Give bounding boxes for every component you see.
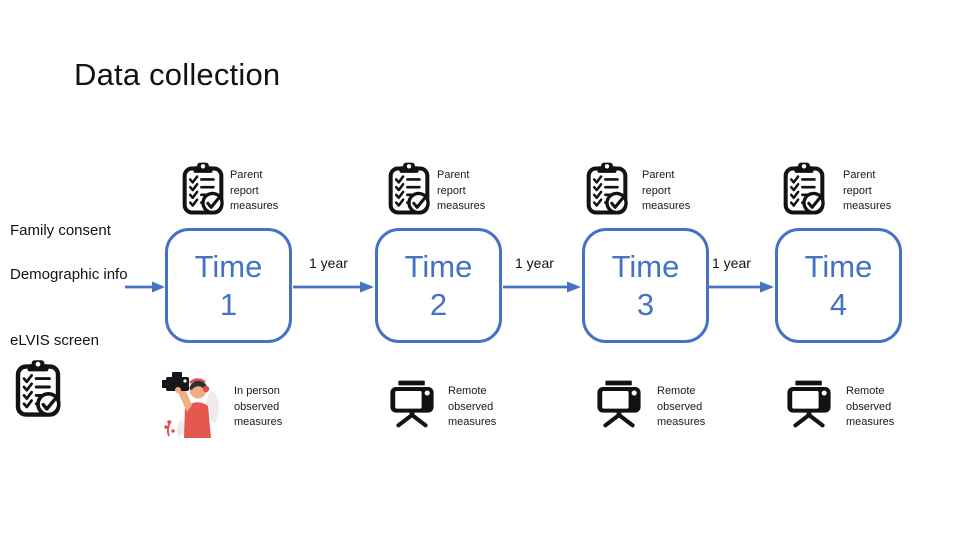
caption-line: measures [234, 416, 283, 428]
parent-report-caption: Parent report measures [437, 168, 485, 215]
time-box-number: 3 [636, 286, 655, 322]
time-box-word: Time [804, 248, 873, 284]
caption-line: Parent [642, 169, 675, 181]
caption-line: measures [437, 200, 486, 212]
clipboard-checklist-icon [387, 157, 431, 221]
caption-line: Parent [230, 169, 263, 181]
clipboard-checklist-icon [585, 157, 629, 221]
caption-line: observed [657, 400, 703, 413]
caption-line: measures [230, 200, 279, 212]
parent-report-caption: Parent report measures [230, 168, 278, 215]
time-box-number: 4 [829, 286, 848, 322]
caption-line: Remote [448, 385, 487, 397]
connector-label-1: 1 year [309, 255, 348, 271]
time-1-box: Time 1 [165, 228, 292, 343]
label-elvis-screen: eLVIS screen [10, 332, 99, 349]
caption-line: Parent [843, 169, 876, 181]
remote-observed-caption: Remote observed measures [657, 384, 705, 431]
caption-line: measures [448, 416, 497, 428]
time-4-box: Time 4 [775, 228, 902, 343]
right-arrow-icon [293, 281, 374, 293]
person-video-camera-icon [162, 370, 226, 438]
time-2-box: Time 2 [375, 228, 502, 343]
time-box-number: 2 [429, 286, 448, 322]
caption-line: measures [657, 416, 706, 428]
caption-line: observed [448, 400, 494, 413]
caption-line: report [843, 184, 872, 197]
video-camera-tripod-icon [595, 376, 643, 430]
caption-line: measures [642, 200, 691, 212]
clipboard-checklist-icon [782, 157, 826, 221]
caption-line: Remote [846, 385, 885, 397]
parent-report-caption: Parent report measures [642, 168, 690, 215]
right-arrow-icon [125, 281, 165, 293]
in-person-observed-caption: In person observed measures [234, 384, 282, 431]
caption-line: measures [846, 416, 895, 428]
caption-line: report [437, 184, 466, 197]
caption-line: Remote [657, 385, 696, 397]
time-box-word: Time [404, 248, 473, 284]
caption-line: report [642, 184, 671, 197]
clipboard-checklist-icon [181, 157, 225, 221]
caption-line: Parent [437, 169, 470, 181]
time-box-word: Time [611, 248, 680, 284]
label-family-consent: Family consent [10, 222, 111, 239]
right-arrow-icon [503, 281, 581, 293]
video-camera-tripod-icon [388, 376, 436, 430]
video-camera-tripod-icon [785, 376, 833, 430]
connector-label-3: 1 year [712, 255, 751, 271]
caption-line: observed [846, 400, 892, 413]
caption-line: observed [234, 400, 280, 413]
right-arrow-icon [708, 281, 774, 293]
time-3-box: Time 3 [582, 228, 709, 343]
connector-label-2: 1 year [515, 255, 554, 271]
time-box-number: 1 [219, 286, 238, 322]
clipboard-checklist-icon [14, 357, 62, 421]
caption-line: measures [843, 200, 892, 212]
remote-observed-caption: Remote observed measures [448, 384, 496, 431]
caption-line: report [230, 184, 259, 197]
label-demographic-info: Demographic info [10, 266, 128, 283]
caption-line: In person [234, 385, 280, 397]
time-box-word: Time [194, 248, 263, 284]
parent-report-caption: Parent report measures [843, 168, 891, 215]
page-title: Data collection [74, 57, 281, 92]
remote-observed-caption: Remote observed measures [846, 384, 894, 431]
